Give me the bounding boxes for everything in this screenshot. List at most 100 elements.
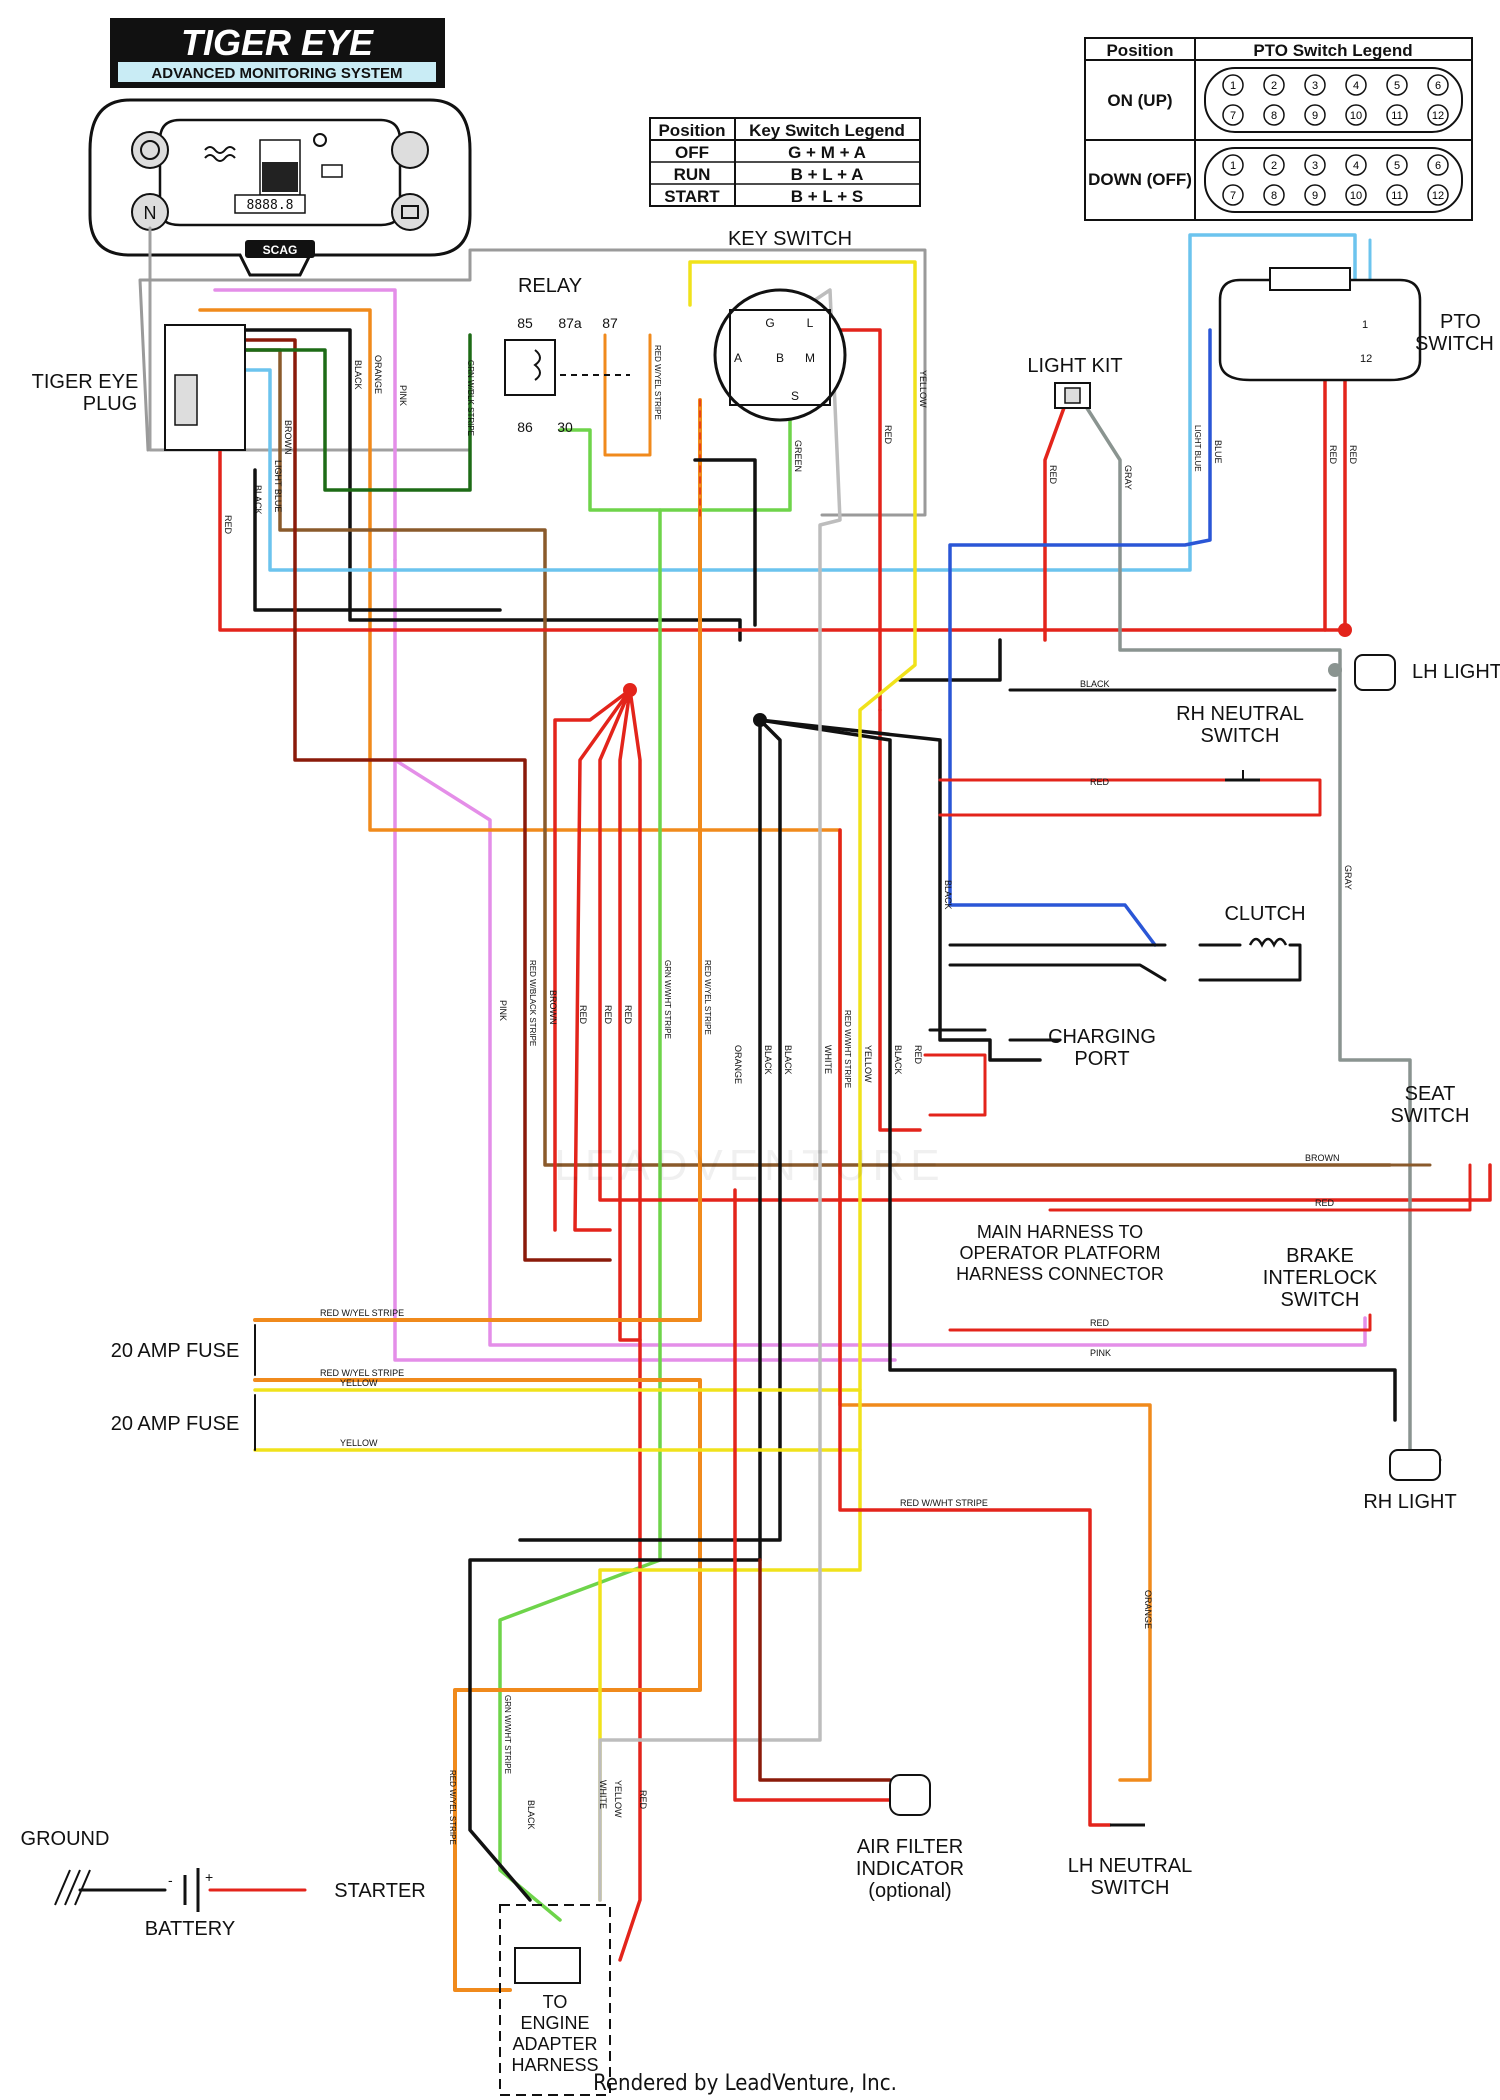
wire-label: ORANGE (733, 1045, 743, 1084)
tiger-eye-plug-label: PLUG (83, 393, 137, 415)
wire-label: RED (1328, 445, 1338, 465)
pto-pin-number: 6 (1435, 160, 1441, 172)
rh-neutral-label: SWITCH (1201, 725, 1280, 747)
rh-neutral-switch: RH NEUTRAL SWITCH (1176, 703, 1304, 782)
relay: RELAY 85 87a 87 86 30 (504, 275, 630, 435)
wire-label: RED (1348, 445, 1358, 465)
pto-pin-circle (1304, 74, 1326, 96)
red-junction (1338, 623, 1352, 637)
wire-label: BLACK (943, 880, 953, 910)
pto-pin-circle (1263, 74, 1285, 96)
key-terminal: B (776, 351, 784, 365)
pto-pin-number: 3 (1312, 80, 1318, 92)
pto-pin-circle (1386, 184, 1408, 206)
pto-pin-number: 12 (1432, 190, 1444, 202)
battery-circuit: GROUND - + BATTERY STARTER (21, 1828, 426, 1940)
wire-label: PINK (1090, 1348, 1111, 1358)
fuse-label: 20 AMP FUSE (111, 1413, 240, 1435)
wire-label: RED (623, 1005, 633, 1025)
wire-label: YELLOW (340, 1438, 378, 1448)
brand-tagline: ADVANCED MONITORING SYSTEM (151, 65, 402, 82)
seat-switch-label: SWITCH (1391, 1105, 1470, 1127)
footer-credit: Rendered by LeadVenture, Inc. (593, 2071, 897, 2096)
wire-label: PINK (498, 1000, 508, 1021)
key-terminal: M (805, 351, 815, 365)
pto-pin-circle (1427, 184, 1449, 206)
ground-label: GROUND (21, 1828, 110, 1850)
pto-pin-circle (1304, 104, 1326, 126)
seat-switch: SEAT SWITCH (1391, 1083, 1470, 1127)
clutch: CLUTCH (1224, 903, 1306, 948)
battery-minus: - (168, 1872, 173, 1888)
pto-pin-number: 10 (1350, 110, 1362, 122)
pto-pin-number: 8 (1271, 190, 1277, 202)
clutch-label: CLUTCH (1224, 903, 1305, 925)
wire-label: BLACK (1080, 679, 1110, 689)
pto-pin-number: 11 (1391, 110, 1402, 122)
pto-pin-number: 1 (1230, 160, 1236, 172)
key-legend-row-val: B + L + S (791, 187, 863, 206)
pto-pin-number: 9 (1312, 190, 1318, 202)
pto-pin-number: 9 (1312, 110, 1318, 122)
pto-pin-circle (1345, 154, 1367, 176)
pto-pin-number: 8 (1271, 110, 1277, 122)
wire-label: WHITE (823, 1045, 833, 1074)
wire-label: YELLOW (340, 1378, 378, 1388)
watermark: LEADVENTURE (554, 1141, 945, 1190)
wire-label: BROWN (548, 990, 558, 1025)
brake-interlock-label: BRAKE (1286, 1245, 1354, 1267)
wire-label: GRAY (1343, 865, 1353, 890)
brake-interlock-label: INTERLOCK (1263, 1267, 1378, 1289)
light-kit: LIGHT KIT (1027, 355, 1123, 409)
wire-label: BLACK (893, 1045, 903, 1075)
engine-adapter-label: TO (543, 1992, 568, 2012)
pto-pin-circle (1345, 184, 1367, 206)
wire-label: LIGHT BLUE (1193, 425, 1202, 472)
main-harness-connector: MAIN HARNESS TO OPERATOR PLATFORM HARNES… (956, 1222, 1164, 1284)
pto-pin: 12 (1360, 353, 1372, 365)
pto-pin-number: 7 (1230, 110, 1236, 122)
rh-light: RH LIGHT (1363, 1449, 1457, 1513)
air-filter-indicator: AIR FILTER INDICATOR (optional) (856, 1774, 964, 1902)
wire-label: GRAY (1123, 465, 1133, 490)
relay-pin: 87a (558, 315, 582, 331)
main-harness-label: HARNESS CONNECTOR (956, 1264, 1164, 1284)
key-terminal: S (791, 389, 799, 403)
pto-pin-number: 3 (1312, 160, 1318, 172)
wire-label: GRN W/BLK STRIPE (466, 360, 475, 436)
pto-pin: 1 (1362, 319, 1368, 331)
wire-label: RED (223, 515, 233, 535)
junctions (623, 623, 1352, 727)
pto-pin-number: 11 (1391, 190, 1402, 202)
wire-label: BLACK (526, 1800, 536, 1830)
wire-label: BLACK (783, 1045, 793, 1075)
seat-switch-label: SEAT (1405, 1083, 1456, 1105)
wire-label: RED (1090, 1318, 1110, 1328)
pto-pin-circle (1427, 154, 1449, 176)
brake-interlock-label: SWITCH (1281, 1289, 1360, 1311)
key-legend-header-legend: Key Switch Legend (749, 121, 905, 140)
wire-label: BROWN (1305, 1153, 1340, 1163)
svg-text:N: N (144, 203, 157, 223)
gray-junction (1328, 663, 1342, 677)
key-switch-label: KEY SWITCH (728, 228, 852, 250)
key-terminal: L (807, 316, 814, 330)
device-badge: SCAG (263, 243, 298, 257)
fuse-label: 20 AMP FUSE (111, 1340, 240, 1362)
pto-pin-circle (1263, 104, 1285, 126)
lh-neutral-label: LH NEUTRAL (1068, 1855, 1192, 1877)
wire-label: RED W/WHT STRIPE (900, 1498, 988, 1508)
wire-label: RED (1090, 777, 1110, 787)
pto-pin-number: 10 (1350, 190, 1362, 202)
battery-plus: + (205, 1869, 213, 1885)
pto-legend-header-legend: PTO Switch Legend (1253, 41, 1412, 60)
brand-name: TIGER EYE (181, 22, 374, 63)
tiger-eye-logo: TIGER EYE ADVANCED MONITORING SYSTEM (110, 18, 445, 88)
pto-pin-number: 1 (1230, 80, 1236, 92)
starter-label: STARTER (334, 1880, 426, 1902)
wire-label: RED (913, 1045, 923, 1065)
wire-label: BLACK (253, 485, 263, 515)
pto-legend-header-position: Position (1106, 41, 1173, 60)
main-harness-label: OPERATOR PLATFORM (959, 1243, 1160, 1263)
